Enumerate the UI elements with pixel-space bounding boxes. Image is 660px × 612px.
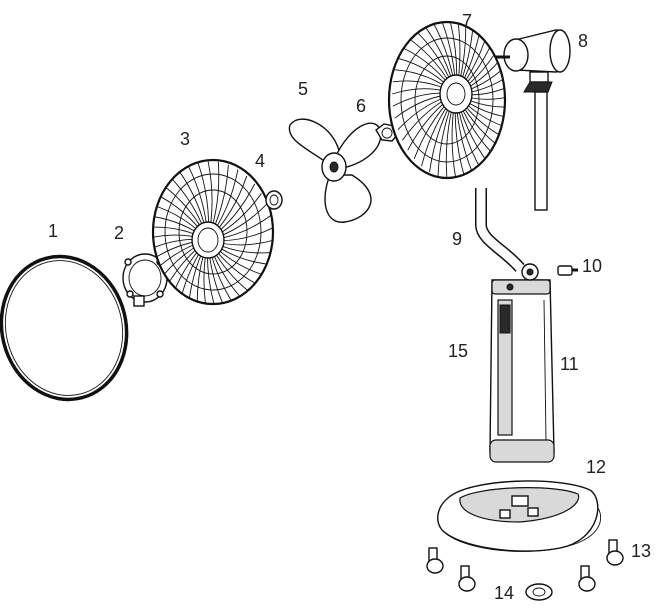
- part-12-base: [437, 480, 602, 552]
- label-5: 5: [298, 79, 309, 99]
- part-3-front-guard: [151, 158, 275, 306]
- label-12: 12: [586, 457, 607, 477]
- label-10: 10: [582, 256, 603, 276]
- label-2: 2: [114, 223, 125, 243]
- label-9: 9: [452, 229, 463, 249]
- label-6: 6: [356, 96, 367, 116]
- part-5-fan-blade: [288, 118, 382, 223]
- label-14: 14: [494, 583, 515, 603]
- label-8: 8: [578, 31, 589, 51]
- part-13-feet: [426, 539, 624, 592]
- part-1-guard-ring: [0, 254, 129, 402]
- label-15: 15: [448, 341, 469, 361]
- label-11: 11: [560, 354, 579, 374]
- part-8-motor: [496, 29, 571, 211]
- label-13: 13: [631, 541, 652, 561]
- part-4-spinner-cap: [265, 190, 283, 210]
- part-7-rear-guard: [387, 20, 507, 180]
- part-9-upper-pole: [475, 188, 525, 273]
- part-14-base-nut: [525, 583, 553, 601]
- label-1: 1: [48, 221, 59, 241]
- part-11-body: [489, 263, 555, 463]
- label-4: 4: [255, 151, 266, 171]
- label-7: 7: [462, 11, 473, 31]
- part-10-screw: [557, 265, 578, 276]
- label-3: 3: [180, 129, 191, 149]
